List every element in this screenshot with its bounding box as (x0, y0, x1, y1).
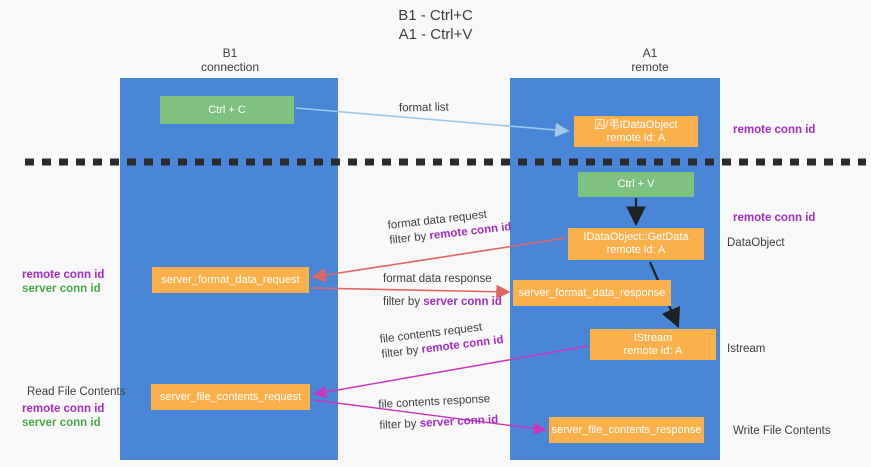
label-remote-conn-id-top: remote conn id (733, 124, 816, 136)
label-data-object: DataObject (727, 237, 785, 249)
filter-key: server conn id (423, 296, 502, 308)
label-write-file-contents: Write File Contents (733, 425, 831, 437)
label-server-conn-id: server conn id (22, 283, 101, 295)
box-idataobject-getdata[interactable]: IDataObject::GetData remote id: A (568, 228, 704, 260)
column-header-a1: A1 remote (631, 46, 669, 74)
label-read-file-contents: Read File Contents (27, 386, 126, 398)
filter-key: server conn id (419, 413, 499, 430)
filter-prefix: filter by (380, 343, 423, 361)
arrow-label-file-contents-response: file contents response filter by server … (378, 392, 499, 434)
filter-prefix: filter by (379, 417, 420, 432)
page-title: B1 - Ctrl+C A1 - Ctrl+V (398, 7, 473, 43)
column-header-b1: B1 connection (200, 46, 260, 74)
arrow-label-format-data-response: format data response filter by server co… (383, 272, 502, 310)
label-left-conn-ids-bottom: remote conn id server conn id (22, 402, 104, 430)
box-server-format-data-request[interactable]: server_format_data_request (152, 267, 309, 293)
box-istream[interactable]: IStream remote id: A (590, 329, 716, 360)
arrow-label-format-data-request: format data request filter by remote con… (387, 205, 512, 249)
filter-prefix: filter by (383, 296, 424, 308)
arrow-label-file-contents-request: file contents request filter by remote c… (379, 318, 504, 363)
label-istream: Istream (727, 343, 766, 355)
label-remote-conn-id-middle: remote conn id (733, 212, 816, 224)
label-left-conn-ids-middle: remote conn id server conn id (22, 268, 104, 296)
arrow-label-format-list: format list (399, 101, 449, 117)
arrow-label-line2: filter by server conn id (383, 295, 502, 310)
label-remote-conn-id: remote conn id (22, 403, 105, 415)
box-ctrl-c[interactable]: Ctrl + C (160, 96, 294, 124)
box-server-format-data-response[interactable]: server_format_data_response (513, 280, 671, 306)
box-server-file-contents-request[interactable]: server_file_contents_request (151, 384, 310, 410)
label-remote-conn-id: remote conn id (22, 269, 105, 281)
box-server-file-contents-response[interactable]: server_file_contents_response (549, 417, 704, 443)
arrow-label-line1: format data response (383, 273, 492, 285)
box-ctrl-v[interactable]: Ctrl + V (578, 172, 694, 197)
label-server-conn-id: server conn id (22, 417, 101, 429)
filter-prefix: filter by (388, 230, 431, 247)
arrow-label-line1: format list (398, 101, 449, 115)
box-ole-idataobject[interactable]: 囚/弔IDataObject remote id: A (574, 116, 698, 147)
